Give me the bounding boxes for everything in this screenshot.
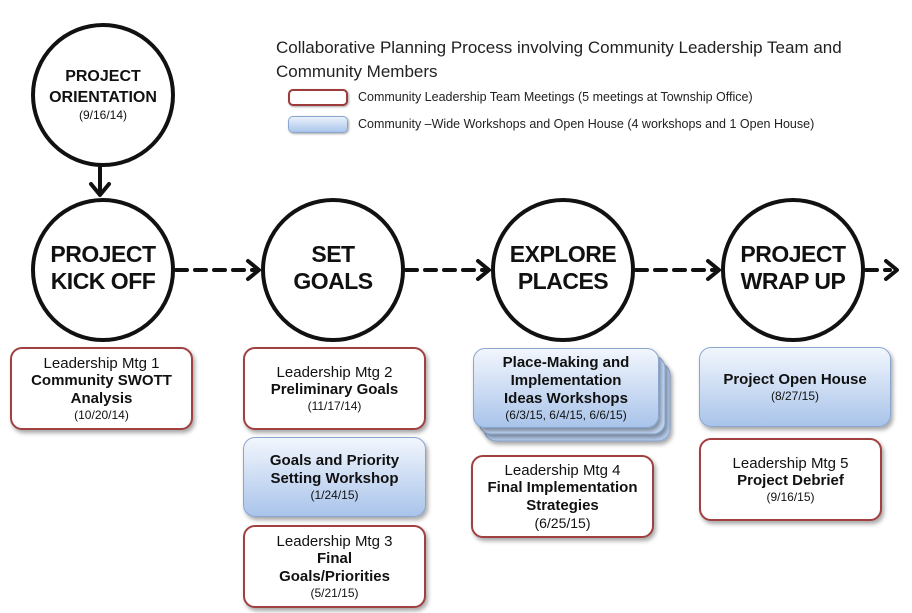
workshop-date: (6/3/15, 6/4/15, 6/6/15) <box>505 407 627 422</box>
workshop-box-openhouse: Project Open House (8/27/15) <box>699 347 891 427</box>
legend-leadership: Community Leadership Team Meetings (5 me… <box>288 86 753 108</box>
meeting-date: (10/20/14) <box>74 407 129 422</box>
phase-explore: EXPLORE PLACES <box>488 241 638 295</box>
workshop-box-goals: Goals and Priority Setting Workshop (1/2… <box>243 437 426 517</box>
workshop-date: (8/27/15) <box>770 388 820 403</box>
meeting-box-mtg5: Leadership Mtg 5 Project Debrief (9/16/1… <box>699 438 882 521</box>
legend-workshop-text: Community –Wide Workshops and Open House… <box>358 117 815 131</box>
meeting-date: (6/25/15) <box>534 514 591 531</box>
workshop-title: Goals and Priority Setting Workshop <box>269 451 400 487</box>
meeting-label: Leadership Mtg 3 <box>276 532 393 550</box>
phase-wrapup-name: PROJECT WRAP UP <box>740 241 846 294</box>
phase-orientation: PROJECT ORIENTATION (9/16/14) <box>28 66 178 122</box>
legend-title: Collaborative Planning Process involving… <box>276 38 842 81</box>
meeting-label: Leadership Mtg 5 <box>732 454 849 472</box>
legend-leadership-text: Community Leadership Team Meetings (5 me… <box>358 90 753 104</box>
phase-explore-name: EXPLORE PLACES <box>509 241 617 294</box>
arrow-wrapup-continue <box>864 259 899 281</box>
legend-workshop: Community –Wide Workshops and Open House… <box>288 113 814 135</box>
meeting-date: (5/21/15) <box>310 585 359 600</box>
meeting-box-mtg1: Leadership Mtg 1 Community SWOTT Analysi… <box>10 347 193 430</box>
meeting-box-mtg2: Leadership Mtg 2 Preliminary Goals (11/1… <box>243 347 426 430</box>
meeting-title: Final Goals/Priorities <box>279 549 390 585</box>
meeting-box-mtg4: Leadership Mtg 4 Final Implementation St… <box>471 455 654 538</box>
legend-workshop-swatch <box>288 115 348 133</box>
circle-wrapup <box>721 198 865 342</box>
arrow-orientation-to-kickoff <box>89 164 111 197</box>
phase-wrapup: PROJECT WRAP UP <box>718 241 868 295</box>
workshop-box-explore: Place-Making and Implementation Ideas Wo… <box>473 348 659 428</box>
phase-goals-name: SET GOALS <box>293 241 373 294</box>
meeting-label: Leadership Mtg 4 <box>504 461 621 479</box>
circle-goals <box>261 198 405 342</box>
meeting-title: Preliminary Goals <box>270 380 399 398</box>
phase-orientation-name: PROJECT ORIENTATION <box>49 68 157 106</box>
phase-kickoff: PROJECT KICK OFF <box>28 241 178 295</box>
circle-orientation <box>31 23 175 167</box>
phase-goals: SET GOALS <box>258 241 408 295</box>
meeting-title: Community SWOTT Analysis <box>31 371 172 407</box>
phase-kickoff-name: PROJECT KICK OFF <box>50 241 156 294</box>
arrow-explore-to-wrapup <box>634 259 721 281</box>
meeting-box-mtg3: Leadership Mtg 3 Final Goals/Priorities … <box>243 525 426 608</box>
meeting-title: Project Debrief <box>737 471 844 489</box>
workshop-title: Place-Making and Implementation Ideas Wo… <box>502 353 630 407</box>
meeting-label: Leadership Mtg 1 <box>43 354 160 372</box>
workshop-date: (1/24/15) <box>310 487 359 502</box>
arrow-kickoff-to-goals <box>174 259 261 281</box>
meeting-label: Leadership Mtg 2 <box>276 363 393 381</box>
arrow-goals-to-explore <box>404 259 491 281</box>
workshop-title: Project Open House <box>723 370 867 388</box>
legend-leadership-swatch <box>288 88 348 106</box>
phase-orientation-date: (9/16/14) <box>78 108 128 122</box>
meeting-title: Final Implementation Strategies <box>487 478 638 514</box>
circle-kickoff <box>31 198 175 342</box>
meeting-date: (9/16/15) <box>766 489 815 504</box>
circle-explore <box>491 198 635 342</box>
meeting-date: (11/17/14) <box>307 398 362 413</box>
